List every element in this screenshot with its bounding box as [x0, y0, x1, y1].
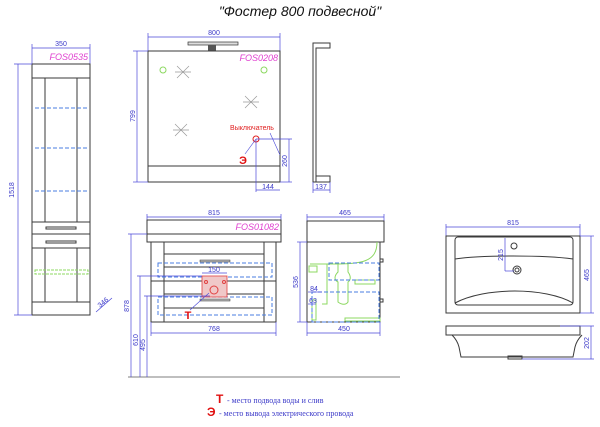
vanity-side: 465 536 84 63 450: [293, 210, 385, 336]
mirror-front: 800 FOS0208 Выключатель Э 260 144 799: [130, 30, 292, 192]
legend-water-mark: Т: [216, 392, 224, 406]
mirror-height-dim: 799: [130, 110, 137, 122]
electric-mark: Э: [239, 155, 247, 167]
switch-height-dim: 260: [282, 155, 289, 167]
side-width-dim: 465: [339, 210, 351, 217]
tall-width-dim: 350: [55, 41, 67, 48]
legend-electric-mark: Э: [207, 405, 216, 419]
tall-depth-dim: 346: [97, 297, 111, 310]
tall-cabinet-code: FOS0535: [49, 52, 89, 62]
body-width-dim: 768: [208, 326, 220, 333]
vanity-width-dim: 815: [208, 210, 220, 217]
legend-electric-text: - место вывода электрического провода: [219, 409, 354, 418]
mirror-side: 137: [312, 42, 331, 193]
switch-label: Выключатель: [230, 125, 274, 132]
height-495-dim: 495: [140, 339, 147, 351]
vanity-code: FOS01082: [235, 222, 279, 232]
height-878-dim: 878: [124, 300, 131, 312]
legend: Т - место подвода воды и слив Э - место …: [207, 392, 354, 419]
dim-84: 84: [310, 286, 318, 293]
water-mark: Т: [185, 310, 192, 322]
switch-offset-dim: 144: [262, 184, 274, 191]
mirror-width-dim: 800: [208, 30, 220, 37]
tap-offset-dim: 215: [498, 249, 505, 261]
mirror-depth-dim: 137: [315, 184, 327, 191]
mirror-code: FOS0208: [239, 53, 278, 63]
sink-depth-dim: 465: [584, 269, 591, 281]
sink-height-dim: 202: [584, 337, 591, 349]
vanity-front: 815 FOS01082 150 Т 768 878 610 495: [124, 210, 400, 378]
dim-63: 63: [309, 298, 317, 305]
sink-width-dim: 815: [507, 220, 519, 227]
sink-top-view: 815 215 465: [445, 220, 594, 314]
sink-side-view: 202: [445, 325, 594, 360]
side-body-dim: 450: [338, 326, 350, 333]
tall-cabinet-front: 350 FOS0535 1518 346: [9, 41, 113, 316]
legend-water-text: - место подвода воды и слив: [227, 396, 324, 405]
tall-height-dim: 1518: [9, 182, 16, 198]
drawing-title: "Фостер 800 подвесной": [219, 3, 382, 19]
box-width-dim: 150: [208, 267, 220, 274]
side-height-dim: 536: [293, 276, 300, 288]
height-610-dim: 610: [133, 334, 140, 346]
